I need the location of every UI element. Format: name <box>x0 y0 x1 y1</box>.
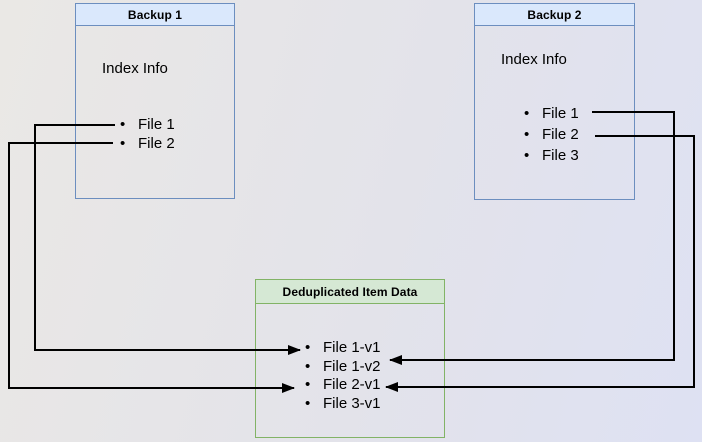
file-list-item: File 2 <box>117 134 175 153</box>
backup2-box: Backup 2 Index Info File 1File 2File 3 <box>474 3 635 200</box>
file-list-item: File 3 <box>521 145 579 166</box>
backup1-file-list: File 1File 2 <box>117 115 175 153</box>
backup1-title: Backup 1 <box>76 4 234 26</box>
backup2-file-list: File 1File 2File 3 <box>521 103 579 166</box>
deduplicated-item-data-box: Deduplicated Item Data File 1-v1File 1-v… <box>255 279 445 438</box>
backup2-title: Backup 2 <box>475 4 634 26</box>
file-list-item: File 1 <box>521 103 579 124</box>
deduplicated-item-data-title: Deduplicated Item Data <box>256 280 444 304</box>
file-list-item: File 2-v1 <box>302 376 381 395</box>
file-list-item: File 3-v1 <box>302 395 381 414</box>
file-list-item: File 1-v2 <box>302 358 381 377</box>
backup1-index-info-label: Index Info <box>102 60 168 77</box>
file-list-item: File 1 <box>117 115 175 134</box>
file-list-item: File 1-v1 <box>302 339 381 358</box>
backup1-box: Backup 1 Index Info File 1File 2 <box>75 3 235 199</box>
backup2-index-info-label: Index Info <box>501 51 567 68</box>
dedup-item-list: File 1-v1File 1-v2File 2-v1File 3-v1 <box>302 339 381 413</box>
file-list-item: File 2 <box>521 124 579 145</box>
